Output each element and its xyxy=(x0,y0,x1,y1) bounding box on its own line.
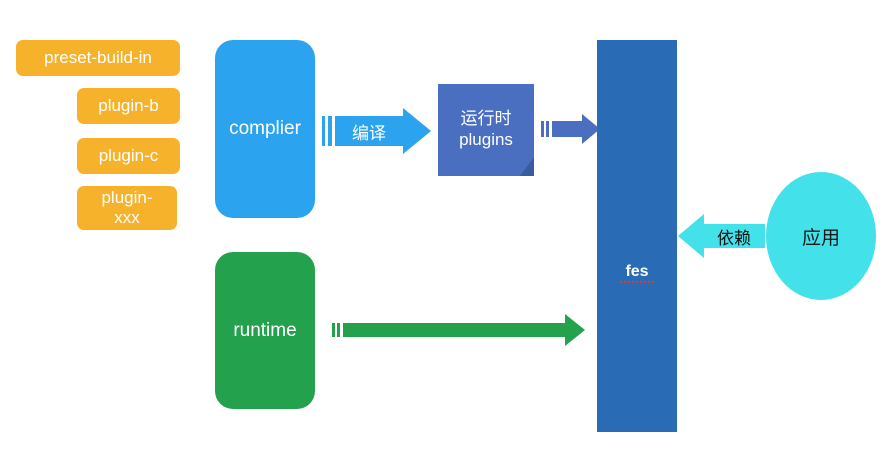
node-application-label: 应用 xyxy=(801,227,840,249)
node-runtime: runtime xyxy=(215,252,315,409)
arrow-head-icon xyxy=(403,108,431,154)
node-runtime-plugins: 运行时 plugins xyxy=(438,84,534,176)
arrow-tail-stripe xyxy=(328,116,332,146)
node-complier: complier xyxy=(215,40,315,218)
arrow-compile: 编译 xyxy=(322,108,432,154)
arrow-shaft xyxy=(335,116,403,146)
arrow-tail-stripe xyxy=(322,116,325,146)
plugin-chip-plugin-c: plugin-c xyxy=(77,138,180,174)
node-runtime-label: runtime xyxy=(233,319,297,341)
runtime-plugins-line2: plugins xyxy=(459,130,513,149)
arrow-compile-label: 编译 xyxy=(352,123,386,143)
plugin-chip-preset-build-in: preset-build-in xyxy=(16,40,180,76)
node-fes: fes xyxy=(597,40,677,432)
node-application: 应用 xyxy=(766,172,876,300)
arrow-plugins-to-fes xyxy=(541,112,601,148)
arrow-tail-stripe xyxy=(332,323,335,337)
node-complier-label: complier xyxy=(229,118,301,139)
plugin-chip-label: preset-build-in xyxy=(44,48,152,68)
runtime-plugins-line1: 运行时 xyxy=(460,109,512,129)
plugin-chip-label: plugin-b xyxy=(98,96,159,116)
arrow-tail-stripe xyxy=(541,121,544,137)
arrow-shaft xyxy=(343,323,565,337)
node-fes-label: fes xyxy=(620,263,654,283)
arrow-shaft xyxy=(703,224,765,248)
arrow-tail-stripe xyxy=(546,121,549,137)
plugin-chip-label: plugin-c xyxy=(98,146,159,166)
arrow-head-icon xyxy=(678,214,704,258)
node-runtime-plugins-label: 运行时 plugins xyxy=(459,109,513,150)
arrow-runtime-to-fes xyxy=(332,310,600,350)
plugin-chip-plugin-xxx: plugin-xxx xyxy=(77,186,177,230)
arrow-tail-stripe xyxy=(337,323,340,337)
arrow-dependency-label: 依赖 xyxy=(717,228,751,248)
arrow-head-icon xyxy=(582,114,600,144)
plugin-chip-plugin-b: plugin-b xyxy=(77,88,180,124)
arrow-head-icon xyxy=(565,314,585,346)
arrow-shaft xyxy=(552,121,582,137)
arrow-dependency: 依赖 xyxy=(678,214,766,258)
plugin-chip-label: plugin-xxx xyxy=(101,188,153,227)
